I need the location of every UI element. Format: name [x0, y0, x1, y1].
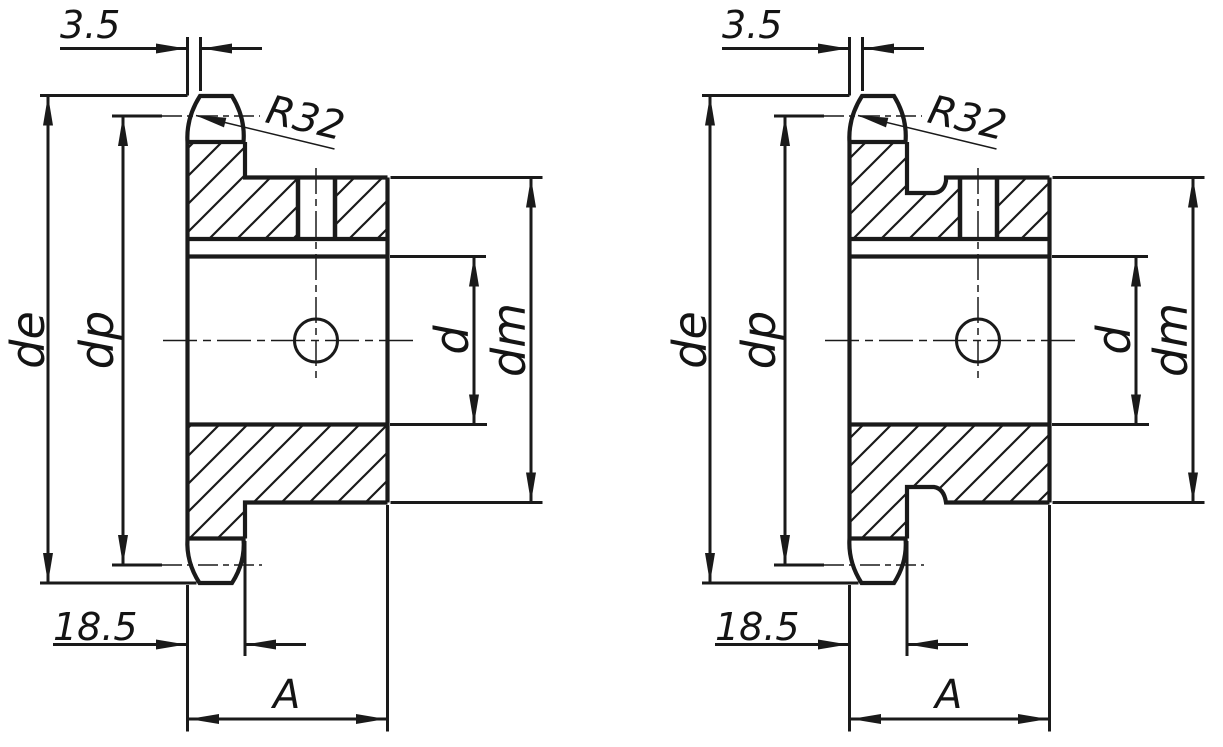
- dimension-arrowhead: [246, 639, 276, 650]
- dimension-arrowhead: [818, 639, 848, 650]
- dimension-arrowhead: [469, 256, 479, 287]
- section-hatch-bottom: [849, 424, 1050, 539]
- figure-right-geometry: [702, 37, 1205, 732]
- dimension-arrowhead: [705, 95, 715, 126]
- dimension-arrowhead: [526, 177, 536, 208]
- dimension-arrowhead: [818, 43, 848, 54]
- label-flank-radius-right: R32: [924, 87, 1011, 150]
- dimension-arrowhead: [118, 535, 128, 565]
- label-hub-face-offset-left: 18.5: [53, 605, 138, 649]
- dimension-arrowhead: [469, 394, 479, 425]
- tooth-bottom-outline: [185, 538, 246, 586]
- dimension-arrowhead: [1188, 177, 1198, 208]
- label-bore-diameter-right: d: [1087, 325, 1141, 355]
- dimension-arrowhead: [43, 95, 53, 126]
- dimension-arrowhead: [1018, 714, 1048, 724]
- section-hatch-top-left: [849, 142, 960, 239]
- dimension-arrowhead: [1131, 256, 1141, 287]
- dimension-arrowhead: [1188, 472, 1198, 503]
- label-hub-width-left: A: [270, 672, 300, 718]
- section-hatch-top-right: [335, 177, 388, 239]
- dimension-arrowhead: [851, 714, 881, 724]
- sprocket-figure-right: 3.5 R32 de dp d dm 18.5 A: [663, 3, 1205, 732]
- section-hatch-top-right: [997, 177, 1050, 239]
- label-hub-face-offset-right: 18.5: [715, 605, 800, 649]
- dimension-arrowhead: [43, 553, 53, 583]
- hub-step-bottom-outline: [904, 484, 1050, 539]
- section-hatch-bottom: [187, 424, 388, 539]
- label-pitch-diameter-left: dp: [70, 311, 124, 369]
- dimension-arrowhead: [356, 714, 386, 724]
- dimension-arrowhead: [196, 115, 227, 128]
- label-bore-diameter-left: d: [425, 325, 479, 355]
- hub-step-top-outline: [904, 142, 1050, 196]
- section-hatch-top-left: [187, 142, 298, 239]
- label-tooth-tip-offset-left: 3.5: [60, 3, 120, 47]
- dimension-arrowhead: [1131, 394, 1141, 425]
- label-flank-radius-left: R32: [262, 87, 349, 150]
- dimension-arrowhead: [189, 714, 219, 724]
- label-outer-diameter-left: de: [1, 311, 55, 369]
- sprocket-figure-left: 3.5 R32 de dp d dm 18.5 A: [1, 3, 543, 732]
- hub-step-top-outline: [242, 142, 388, 180]
- label-hub-diameter-left: dm: [482, 303, 536, 377]
- dimension-arrowhead: [780, 535, 790, 565]
- label-hub-diameter-right: dm: [1144, 303, 1198, 377]
- dimension-arrowhead: [202, 43, 232, 54]
- dimension-arrowhead: [908, 639, 938, 650]
- label-outer-diameter-right: de: [663, 311, 717, 369]
- figure-left-geometry: [40, 37, 543, 732]
- dimension-arrowhead: [780, 116, 790, 146]
- hub-step-bottom-outline: [242, 500, 388, 539]
- dimension-arrowhead: [526, 472, 536, 503]
- tooth-bottom-outline: [847, 538, 908, 586]
- dimension-arrowhead: [858, 115, 889, 128]
- dimension-arrowhead: [156, 43, 186, 54]
- label-pitch-diameter-right: dp: [732, 311, 786, 369]
- label-hub-width-right: A: [932, 672, 962, 718]
- dimension-arrowhead: [705, 553, 715, 583]
- dimension-arrowhead: [156, 639, 186, 650]
- dimension-arrowhead: [864, 43, 894, 54]
- label-tooth-tip-offset-right: 3.5: [722, 3, 782, 47]
- dimension-arrowhead: [118, 116, 128, 146]
